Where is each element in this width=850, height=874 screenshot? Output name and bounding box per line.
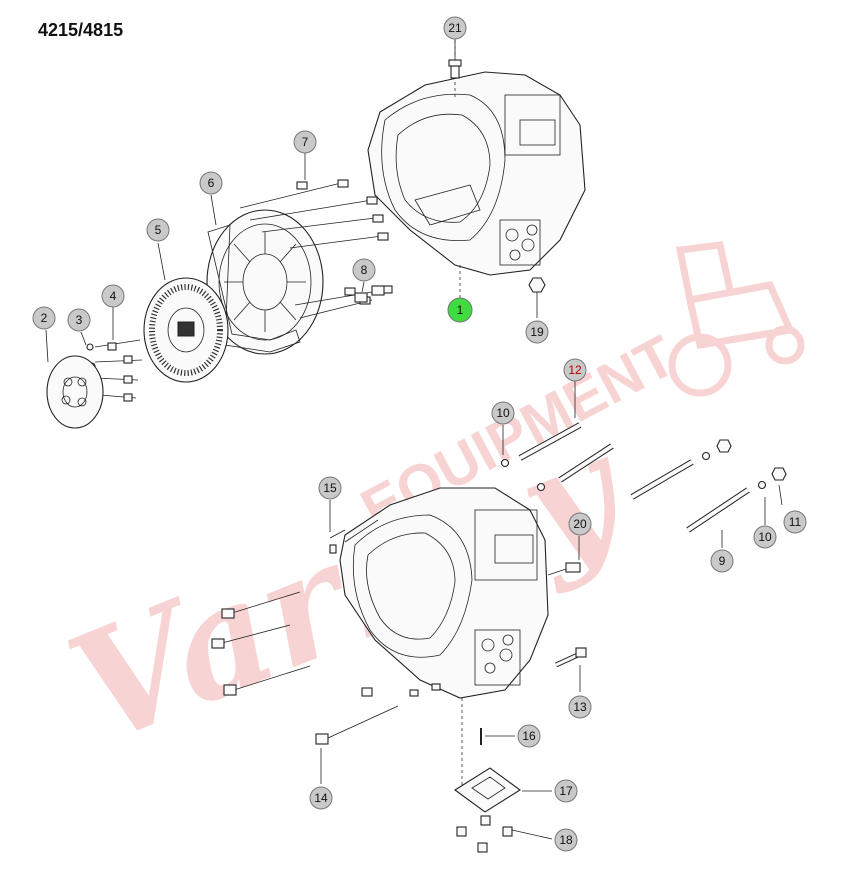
- svg-text:1: 1: [457, 303, 464, 317]
- svg-text:9: 9: [719, 554, 726, 568]
- svg-text:21: 21: [448, 21, 462, 35]
- dowels-8: [354, 285, 385, 303]
- svg-text:17: 17: [559, 784, 573, 798]
- washers-nuts: [500, 439, 787, 492]
- callout-2[interactable]: 2: [32, 306, 56, 330]
- callout-1[interactable]: 1: [447, 297, 473, 323]
- callout-3[interactable]: 3: [67, 308, 91, 332]
- housing-lower: [339, 487, 549, 790]
- callout-15[interactable]: 15: [318, 476, 342, 500]
- svg-text:3: 3: [76, 313, 83, 327]
- pressure-plate: [206, 209, 324, 355]
- bolt-21: [448, 59, 462, 79]
- svg-text:6: 6: [208, 176, 215, 190]
- callout-17[interactable]: 17: [554, 779, 578, 803]
- svg-text:7: 7: [302, 135, 309, 149]
- tractor-watermark-icon: [668, 241, 805, 397]
- svg-text:5: 5: [155, 223, 162, 237]
- callout-19[interactable]: 19: [525, 320, 549, 344]
- svg-text:10: 10: [496, 406, 510, 420]
- svg-text:2: 2: [41, 311, 48, 325]
- callout-13[interactable]: 13: [568, 695, 592, 719]
- svg-text:15: 15: [323, 481, 337, 495]
- callout-20[interactable]: 20: [568, 512, 592, 536]
- nut-19: [528, 277, 546, 318]
- svg-text:13: 13: [573, 700, 587, 714]
- svg-text:10: 10: [758, 530, 772, 544]
- callout-8[interactable]: 8: [352, 258, 376, 282]
- flywheel-plate: [46, 355, 104, 429]
- callout-16[interactable]: 16: [517, 724, 541, 748]
- svg-text:4: 4: [110, 289, 117, 303]
- bolts-18: [456, 815, 513, 853]
- callout-5[interactable]: 5: [146, 218, 170, 242]
- callout-11[interactable]: 11: [783, 510, 807, 534]
- svg-text:20: 20: [573, 517, 587, 531]
- callout-6[interactable]: 6: [199, 171, 223, 195]
- callout-10-upper[interactable]: 10: [491, 401, 515, 425]
- callout-9[interactable]: 9: [710, 549, 734, 573]
- callout-4[interactable]: 4: [101, 284, 125, 308]
- svg-text:12: 12: [568, 363, 582, 377]
- bolts-7: [239, 179, 393, 319]
- svg-text:18: 18: [559, 833, 573, 847]
- svg-text:19: 19: [530, 325, 544, 339]
- callout-21[interactable]: 21: [443, 16, 467, 40]
- leader-lines-lower: [320, 381, 783, 840]
- tie-rods: [518, 422, 750, 533]
- svg-text:11: 11: [789, 515, 802, 529]
- callout-7[interactable]: 7: [293, 130, 317, 154]
- svg-text:14: 14: [314, 791, 328, 805]
- leader-lines-upper: [45, 38, 456, 363]
- cover-plate-17: [454, 767, 521, 813]
- pins-lower: [361, 683, 441, 697]
- callout-14[interactable]: 14: [309, 786, 333, 810]
- svg-text:16: 16: [522, 729, 536, 743]
- svg-text:8: 8: [361, 263, 368, 277]
- bolt-20: [547, 562, 581, 576]
- bolts-lower-left: [211, 519, 399, 745]
- clutch-disc: [143, 277, 229, 383]
- housing-upper: [367, 40, 586, 298]
- callout-12[interactable]: 12: [563, 358, 587, 382]
- callout-10-right[interactable]: 10: [753, 525, 777, 549]
- bolt-13: [554, 647, 587, 668]
- model-label: 4215/4815: [38, 20, 124, 40]
- callout-18[interactable]: 18: [554, 828, 578, 852]
